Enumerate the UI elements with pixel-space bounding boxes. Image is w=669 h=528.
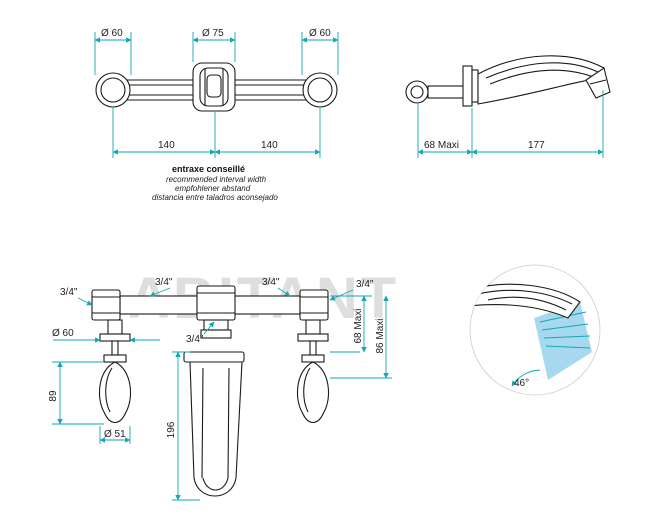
spacing-note-es: distancia entre taladros aconsejado	[152, 193, 278, 202]
side-view: 68 Maxi 177	[405, 55, 611, 158]
spacing-note-title: entraxe conseillé	[172, 164, 245, 174]
spacing-note: entraxe conseillé recommended interval w…	[152, 164, 278, 202]
side-view-body	[405, 55, 611, 107]
detail-angle-label: 46°	[514, 378, 529, 389]
spout-height-label: 196	[166, 421, 177, 438]
side-length-label: 177	[528, 140, 545, 151]
thread-right-label: 3/4"	[262, 277, 280, 288]
side-view-dimensions: 68 Maxi 177	[417, 90, 604, 158]
handle-height-label: 89	[48, 390, 59, 402]
top-dia-center-label: Ø 75	[202, 28, 224, 39]
depth-68-label: 68 Maxi	[353, 308, 364, 343]
thread-center-label: 3/4"	[186, 334, 204, 345]
handle-dia-label: Ø 51	[104, 429, 126, 440]
top-spacing-right-label: 140	[261, 140, 278, 151]
rosette-dia-label: Ø 60	[52, 328, 74, 339]
top-spacing-left-label: 140	[158, 140, 175, 151]
top-view: Ø 60 Ø 75 Ø 60 140 140 entraxe conseillé…	[94, 28, 339, 202]
top-dia-right-label: Ø 60	[309, 28, 331, 39]
thread-far-right-label: 3/4"	[356, 279, 374, 290]
detail-water-stream	[534, 302, 592, 380]
front-view-body	[91, 285, 330, 497]
thread-far-left-label: 3/4"	[60, 287, 78, 298]
top-dia-left-label: Ø 60	[101, 28, 123, 39]
thread-left-label: 3/4"	[155, 277, 173, 288]
spacing-note-en: recommended interval width	[166, 175, 267, 184]
detail-view: 46°	[469, 264, 601, 396]
depth-86-label: 86 Maxi	[375, 318, 386, 353]
side-projection-label: 68 Maxi	[424, 140, 459, 151]
front-view: 3/4" 3/4" 3/4" 3/4" 3/4" Ø 60 89 Ø 51	[48, 277, 392, 501]
top-view-dimensions: Ø 60 Ø 75 Ø 60 140 140	[94, 28, 339, 158]
front-view-dimensions: 3/4" 3/4" 3/4" 3/4" 3/4" Ø 60 89 Ø 51	[48, 277, 392, 501]
top-view-body	[95, 62, 338, 112]
spacing-note-de: empfohlener abstand	[175, 184, 251, 193]
